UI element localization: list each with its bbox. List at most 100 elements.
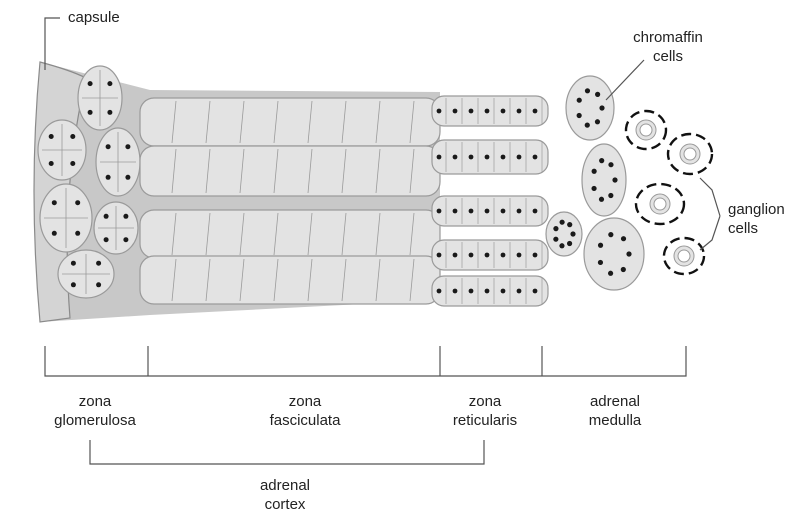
zona-reticularis-label: zona reticularis (430, 392, 540, 430)
adrenal-medulla-line-1: adrenal (560, 392, 670, 411)
nucleus (469, 253, 474, 258)
zona-fasciculata-label: zona fasciculata (250, 392, 360, 430)
fasciculata-cord (140, 146, 440, 196)
nucleus (70, 134, 75, 139)
nucleus (96, 261, 101, 266)
nucleus (533, 209, 538, 214)
ganglion-leader (700, 178, 720, 250)
nucleus (517, 109, 522, 114)
zona-fasciculata-line-1: zona (250, 392, 360, 411)
ganglion-nucleolus (684, 148, 696, 160)
nucleus (71, 282, 76, 287)
nucleus (437, 155, 442, 160)
nucleus (559, 243, 564, 248)
reticularis-cord (432, 140, 548, 174)
nucleus (104, 214, 109, 219)
reticularis-cord (432, 240, 548, 270)
nucleus (453, 209, 458, 214)
adrenal-cortex-line-2: cortex (230, 495, 340, 514)
ganglion-nucleolus (640, 124, 652, 136)
nucleus (595, 92, 600, 97)
nucleus (612, 177, 617, 182)
nucleus (533, 109, 538, 114)
nucleus (501, 253, 506, 258)
zona-glomerulosa-line-1: zona (40, 392, 150, 411)
nucleus (485, 209, 490, 214)
nucleus (533, 155, 538, 160)
nucleus (501, 209, 506, 214)
chromaffin-line-2: cells (628, 47, 708, 66)
ganglion-line-1: ganglion (728, 200, 785, 219)
nucleus (599, 105, 604, 110)
nucleus (517, 209, 522, 214)
nucleus (608, 232, 613, 237)
nucleus (96, 282, 101, 287)
zona-glomerulosa-label: zona glomerulosa (40, 392, 150, 430)
chromaffin-cluster (566, 76, 614, 140)
nucleus (104, 237, 109, 242)
capsule-leader (45, 18, 60, 70)
nucleus (49, 134, 54, 139)
nucleus (533, 289, 538, 294)
adrenal-cortex-line-1: adrenal (230, 476, 340, 495)
reticularis-cord (432, 276, 548, 306)
nucleus (485, 155, 490, 160)
nucleus (517, 155, 522, 160)
nucleus (598, 260, 603, 265)
adrenal-cortex-label: adrenal cortex (230, 476, 340, 514)
fasciculata-cord (140, 210, 440, 258)
nucleus (599, 158, 604, 163)
nucleus (125, 144, 130, 149)
nucleus (437, 209, 442, 214)
ganglion-line-2: cells (728, 219, 785, 238)
nucleus (469, 289, 474, 294)
nucleus (567, 241, 572, 246)
nucleus (553, 237, 558, 242)
nucleus (70, 161, 75, 166)
nucleus (52, 200, 57, 205)
adrenal-medulla-line-2: medulla (560, 411, 670, 430)
nucleus (501, 155, 506, 160)
nucleus (125, 175, 130, 180)
nucleus (453, 253, 458, 258)
nucleus (453, 155, 458, 160)
chromaffin-cluster (546, 212, 582, 256)
chromaffin-line-1: chromaffin (628, 28, 708, 47)
nucleus (501, 109, 506, 114)
nucleus (577, 113, 582, 118)
zona-reticularis-line-1: zona (430, 392, 540, 411)
nucleus (123, 237, 128, 242)
nucleus (598, 243, 603, 248)
nucleus (533, 253, 538, 258)
nucleus (437, 253, 442, 258)
nucleus (560, 220, 565, 225)
nucleus (585, 88, 590, 93)
nucleus (517, 289, 522, 294)
nucleus (106, 175, 111, 180)
fasciculata-cord (140, 98, 440, 146)
ganglion-nucleolus (654, 198, 666, 210)
chromaffin-cluster (584, 218, 644, 290)
ganglion-cells-label: ganglion cells (728, 200, 785, 238)
nucleus (608, 271, 613, 276)
nucleus (608, 162, 613, 167)
nucleus (485, 289, 490, 294)
nucleus (577, 98, 582, 103)
nucleus (585, 123, 590, 128)
nucleus (626, 251, 631, 256)
cortex-bracket (90, 440, 484, 464)
nucleus (52, 231, 57, 236)
nucleus (107, 81, 112, 86)
zona-glomerulosa-line-2: glomerulosa (40, 411, 150, 430)
zona-reticularis-line-2: reticularis (430, 411, 540, 430)
zone-bracket (45, 346, 686, 376)
nucleus (469, 209, 474, 214)
nucleus (106, 144, 111, 149)
nucleus (553, 226, 558, 231)
reticularis-cord (432, 196, 548, 226)
nucleus (75, 231, 80, 236)
capsule-label: capsule (68, 8, 120, 27)
nucleus (88, 110, 93, 115)
